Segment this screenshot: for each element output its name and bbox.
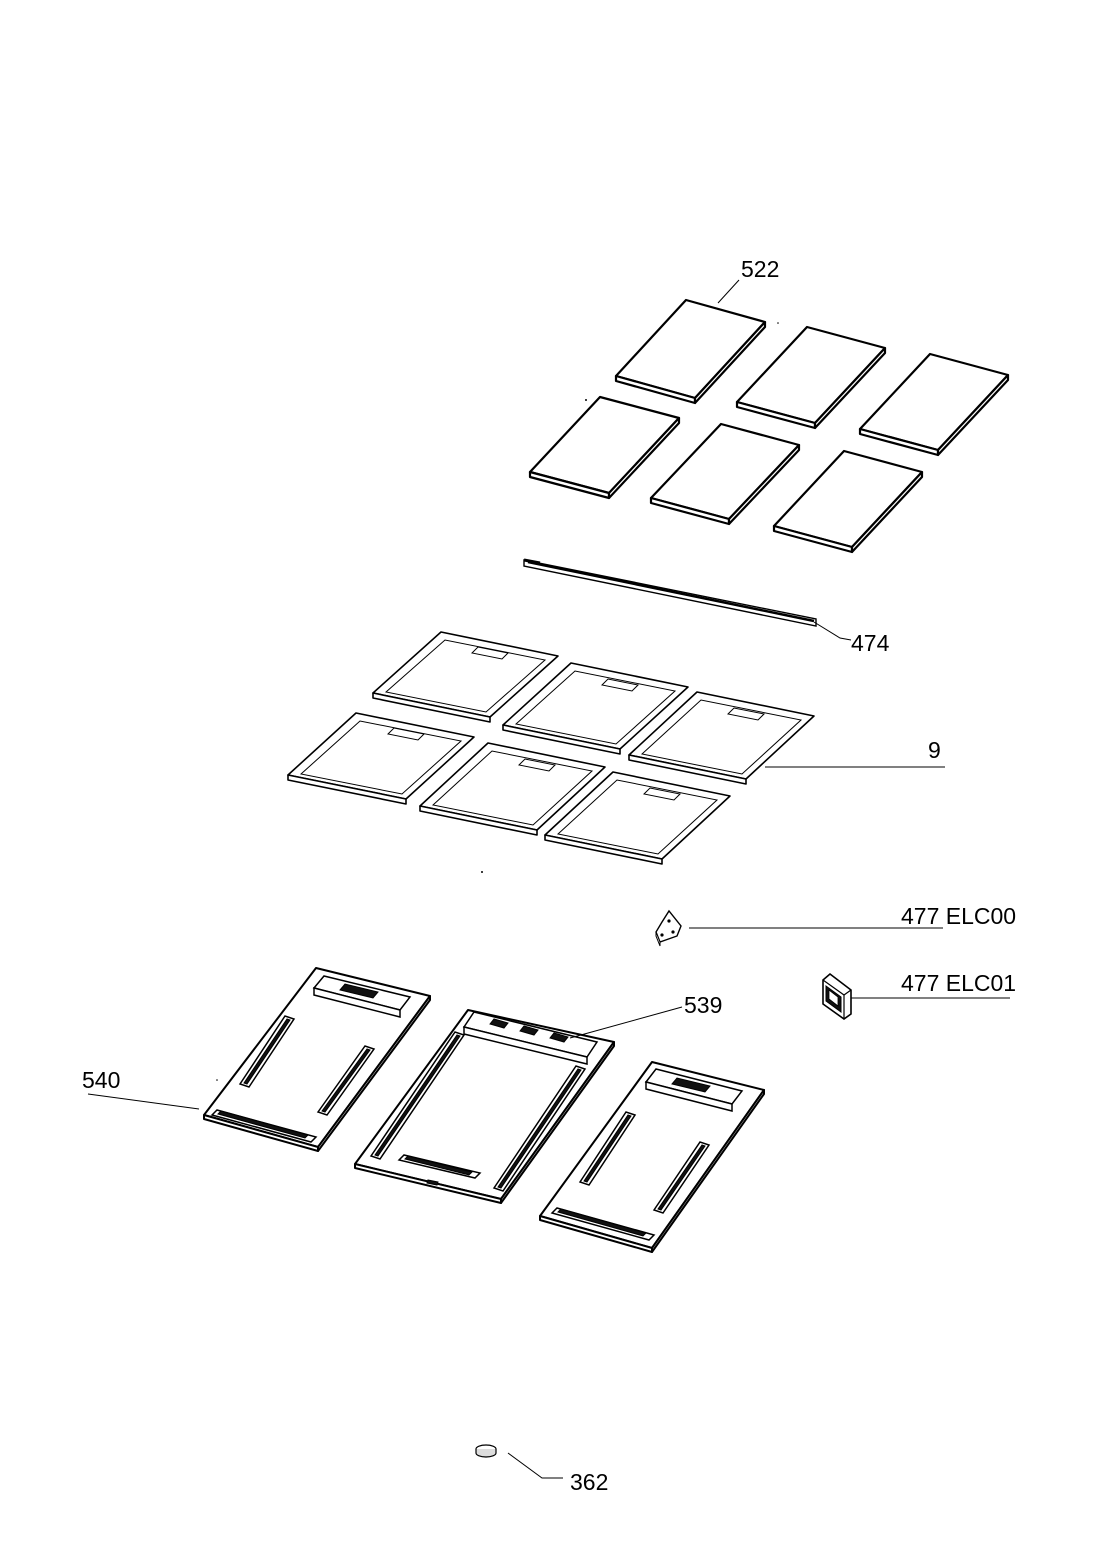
label-522: 522 <box>741 256 779 282</box>
part-362-cap <box>475 1444 497 1458</box>
part-522-panels <box>528 298 1010 554</box>
label-9: 9 <box>928 737 941 763</box>
panel-522-5 <box>649 422 801 526</box>
label-477-elc00: 477 ELC00 <box>901 903 1016 929</box>
filter-9-2 <box>502 662 689 755</box>
leader-522 <box>717 279 740 304</box>
leader-lines <box>87 279 1010 1479</box>
label-539: 539 <box>684 992 722 1018</box>
panel-522-3 <box>858 352 1010 457</box>
part-540-plate-right <box>539 1061 765 1253</box>
part-477-elc00-hinge <box>655 909 682 947</box>
panel-522-1 <box>614 298 767 405</box>
label-540: 540 <box>82 1067 120 1093</box>
label-362: 362 <box>570 1469 608 1495</box>
filter-9-6 <box>544 771 731 865</box>
filter-9-5 <box>419 742 606 836</box>
part-539-plate-middle <box>354 1009 615 1204</box>
panel-522-4 <box>528 395 681 500</box>
panel-522-2 <box>735 325 887 430</box>
label-477-elc01: 477 ELC01 <box>901 970 1016 996</box>
leader-539 <box>569 1006 683 1039</box>
leader-540 <box>87 1093 200 1110</box>
part-labels: 522 474 9 477 ELC00 477 ELC01 539 540 36… <box>82 256 1016 1495</box>
leader-362 <box>507 1452 563 1479</box>
filter-9-3 <box>628 691 815 785</box>
part-9-filters <box>287 631 815 865</box>
label-474: 474 <box>851 630 890 656</box>
panel-522-6 <box>772 449 924 554</box>
leader-474 <box>813 621 852 641</box>
filter-9-1 <box>372 631 559 723</box>
part-540-plate-left <box>203 967 431 1152</box>
part-474-strip <box>523 558 817 627</box>
filter-9-4 <box>287 712 475 805</box>
part-477-elc01-block <box>822 972 852 1020</box>
